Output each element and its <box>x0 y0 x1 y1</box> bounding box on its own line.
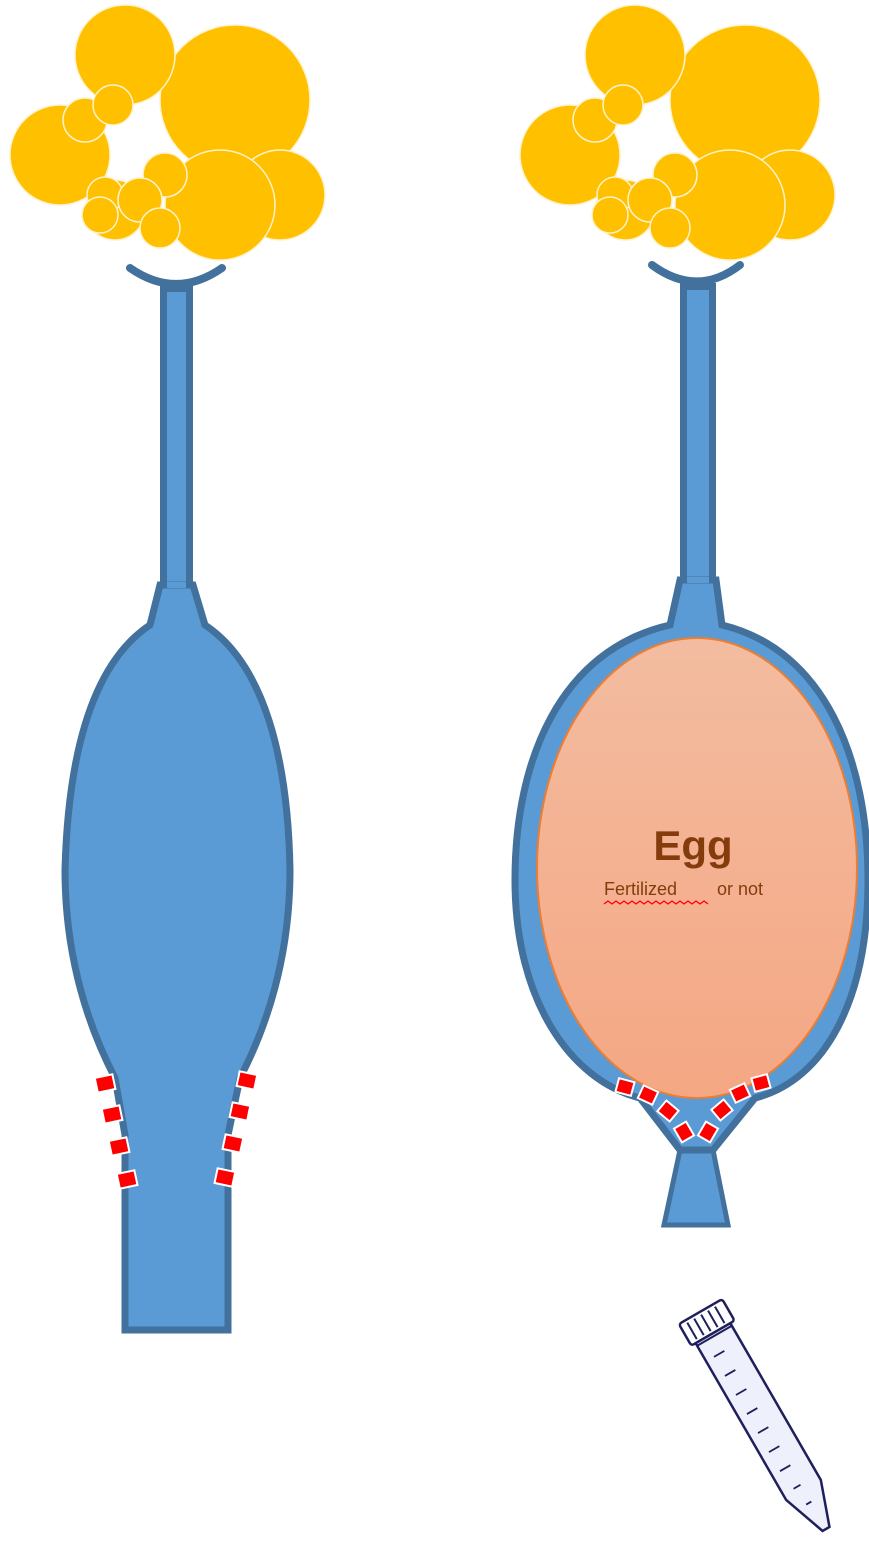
egg-subtitle-fertilized: Fertilized <box>604 879 677 899</box>
centrifuge-tube-icon <box>679 1299 848 1541</box>
egg-title: Egg <box>653 822 732 869</box>
egg-icon: Egg Fertilized or not <box>537 638 857 1098</box>
right-ovary-cluster-icon <box>520 5 835 260</box>
left-oviduct-icon <box>65 268 290 1330</box>
left-ovary-cluster-icon <box>10 5 325 260</box>
egg-subtitle-or-not: or not <box>717 879 763 899</box>
